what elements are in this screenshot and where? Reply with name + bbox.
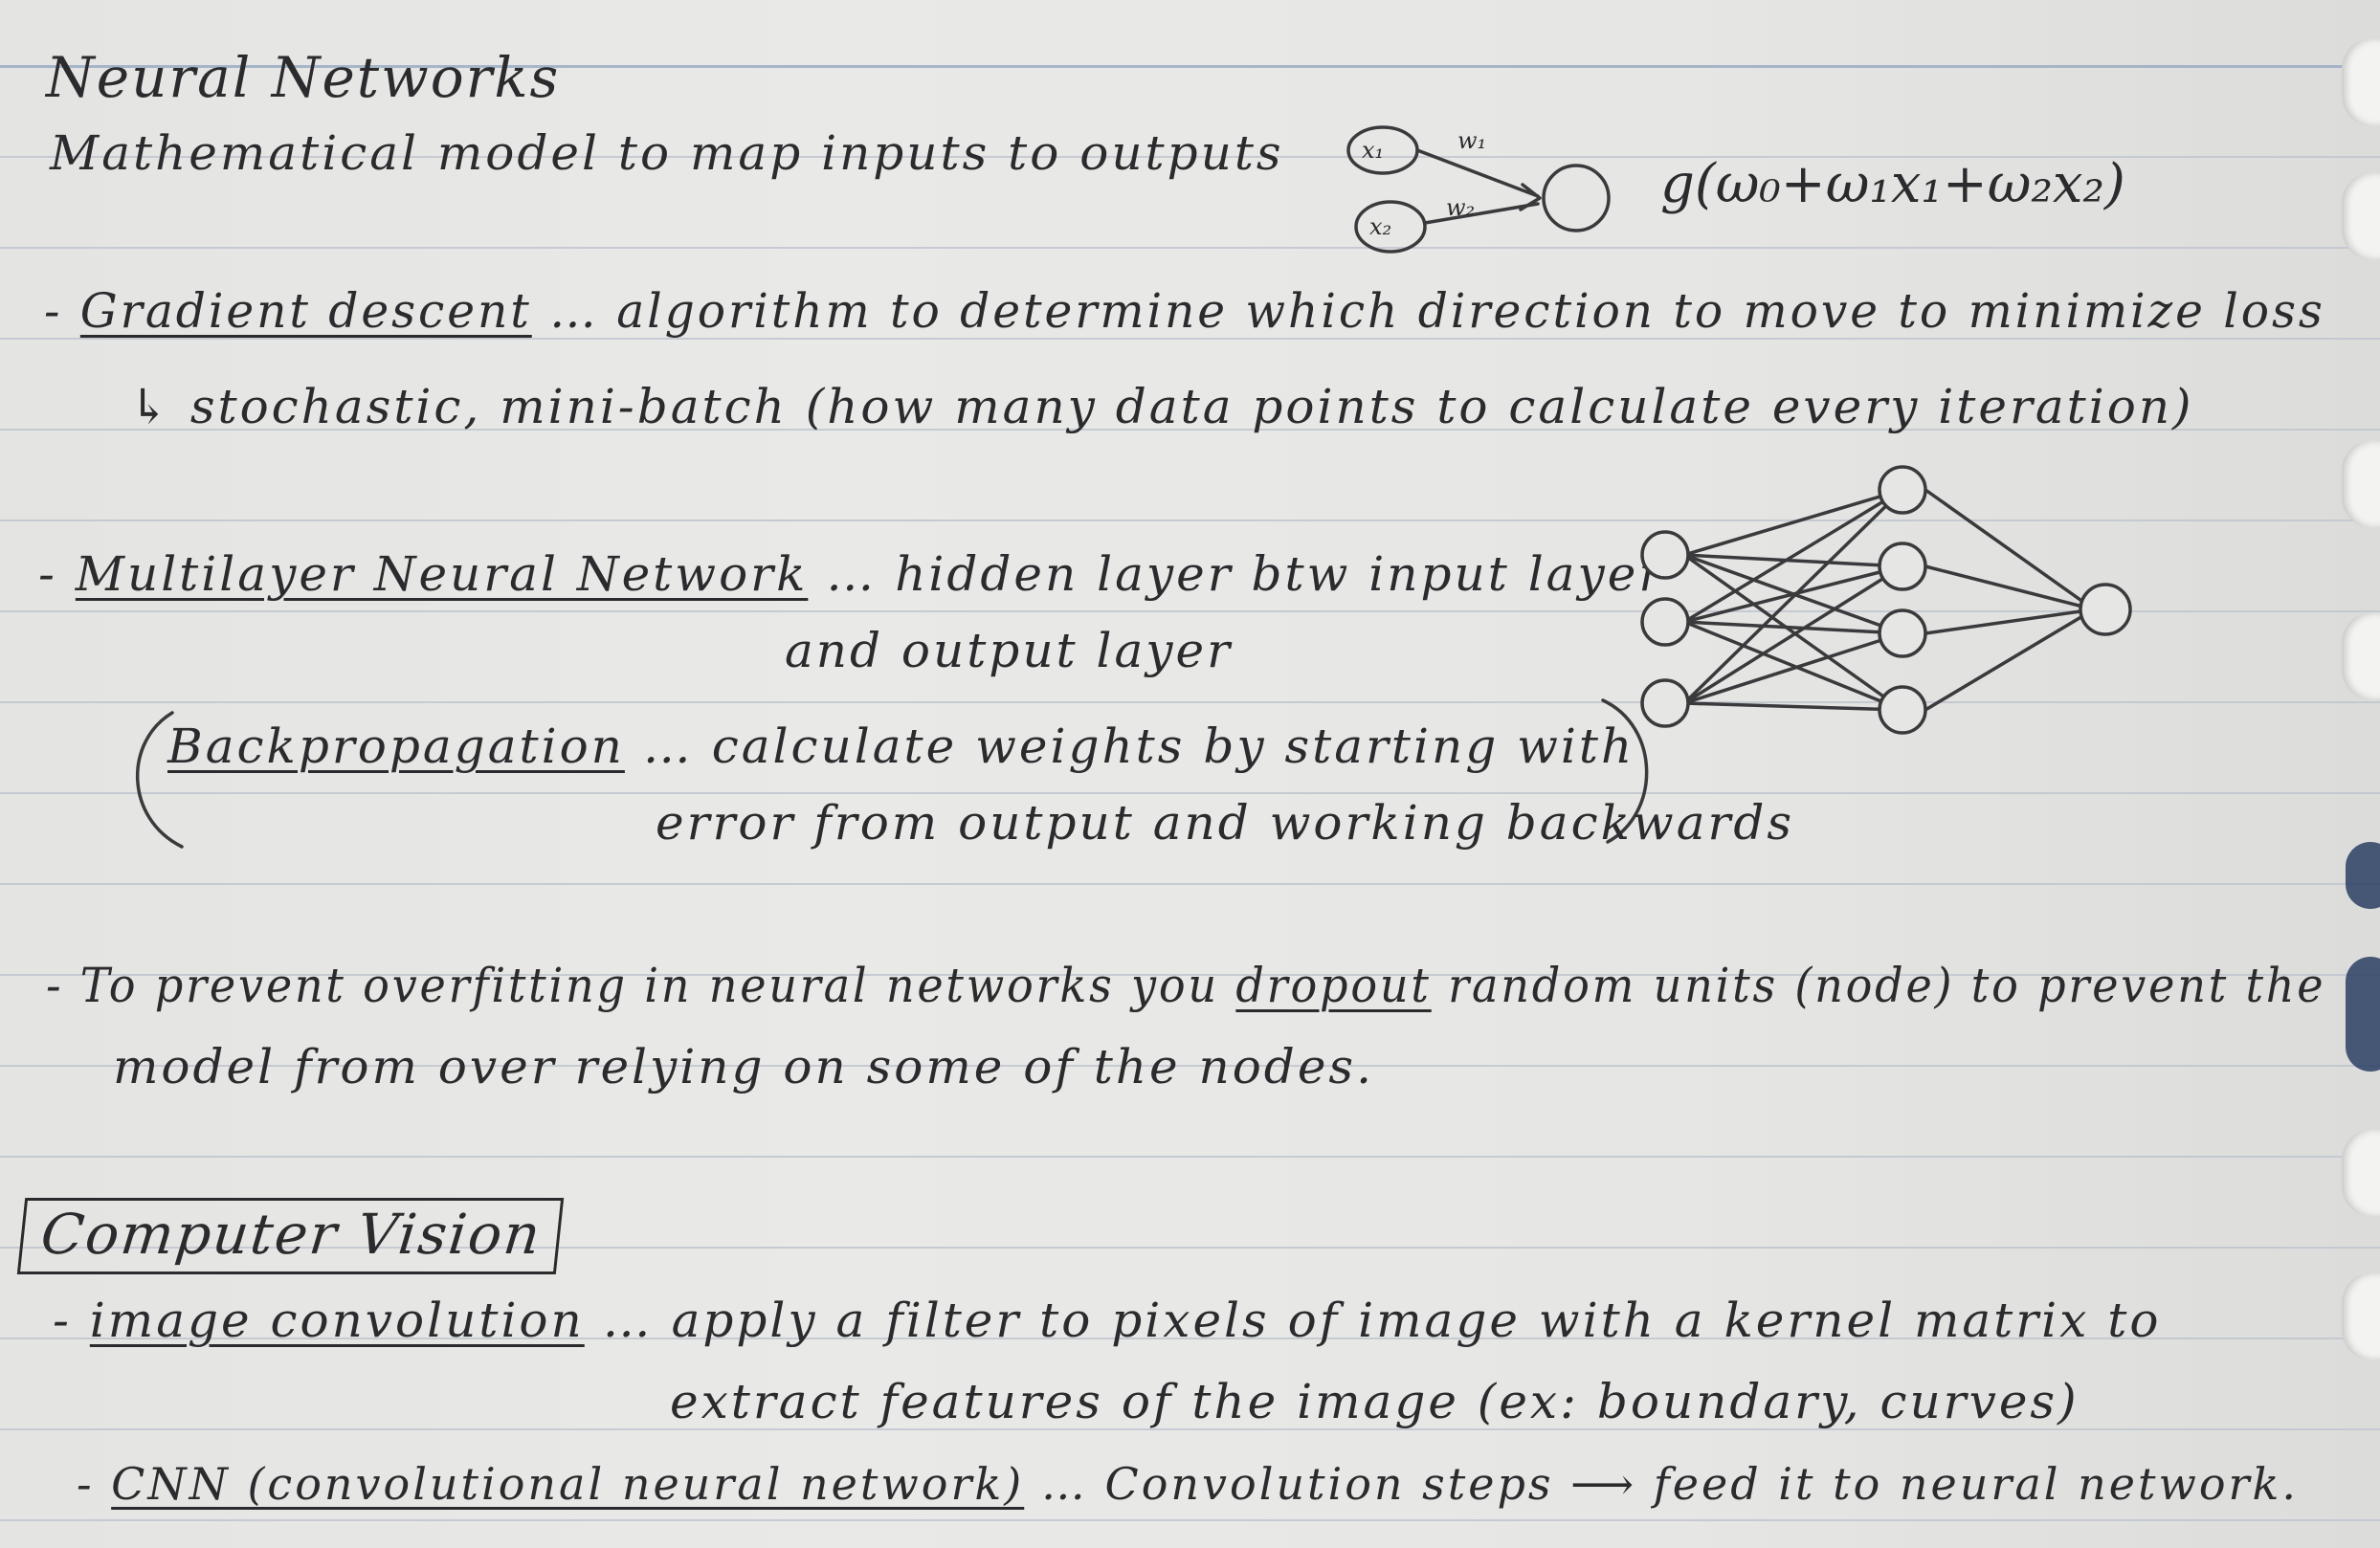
ruled-line — [0, 610, 2380, 612]
gradient-descent-term: Gradient descent — [79, 283, 532, 339]
dropout-term: dropout — [1235, 958, 1432, 1013]
network-edges-hidden-out — [1924, 488, 2096, 712]
ruled-line — [0, 65, 2380, 68]
gradient-descent-definition: algorithm to determine which direction t… — [616, 283, 2325, 339]
binding-hole — [2342, 1129, 2380, 1217]
ruled-line — [0, 974, 2380, 976]
multilayer-term: Multilayer Neural Network — [75, 546, 809, 602]
backprop-line: Backpropagation … calculate weights by s… — [167, 722, 1635, 770]
page-title: Neural Networks — [46, 45, 561, 110]
background-object — [2346, 842, 2380, 909]
weight-label-w1: w₁ — [1457, 127, 1486, 154]
separator-dots: … — [1040, 1458, 1088, 1510]
backprop-definition-1: calculate weights by starting with — [711, 719, 1635, 774]
ruled-line — [0, 1065, 2380, 1067]
dropout-line-2: model from over relying on some of the n… — [113, 1039, 1374, 1095]
convolution-line: - image convolution … apply a filter to … — [53, 1293, 2162, 1348]
right-parenthesis — [1601, 698, 1649, 844]
ruled-line — [0, 247, 2380, 249]
ruled-line — [0, 701, 2380, 703]
definition-text: Mathematical model to map inputs to outp… — [50, 125, 1284, 181]
separator-dots: … — [826, 546, 878, 602]
arrow-head — [1519, 183, 1542, 211]
separator-dots: … — [602, 1293, 654, 1348]
output-node — [2079, 583, 2132, 636]
separator-dots: … — [642, 719, 694, 774]
network-edges-in-hidden — [1682, 488, 1904, 712]
ruled-line — [0, 520, 2380, 521]
hidden-node — [1878, 685, 1927, 735]
binding-hole — [2342, 38, 2380, 126]
ruled-line — [0, 156, 2380, 158]
separator-dots: … — [549, 283, 599, 339]
dropout-prefix: To prevent overfitting in neural network… — [79, 958, 1219, 1013]
ruled-line — [0, 1247, 2380, 1249]
cnn-definition-2: feed it to neural network. — [1653, 1458, 2300, 1510]
ruled-line — [0, 1428, 2380, 1430]
background-object — [2346, 957, 2380, 1072]
input-label-x1: x₁ — [1362, 137, 1384, 164]
ruled-line — [0, 338, 2380, 340]
left-parenthesis — [135, 711, 184, 849]
ruled-line — [0, 1338, 2380, 1339]
ruled-line — [0, 429, 2380, 431]
multilayer-definition-1: hidden layer btw input layer — [895, 546, 1665, 602]
input-node — [1640, 597, 1690, 647]
ruled-line — [0, 792, 2380, 794]
dropout-line: - To prevent overfitting in neural netwo… — [46, 958, 2326, 1013]
section-heading-computer-vision: Computer Vision — [16, 1198, 564, 1274]
input-node — [1640, 530, 1690, 580]
ruled-line — [0, 1519, 2380, 1521]
perceptron-diagram: x₁ x₂ w₁ w₂ — [1346, 125, 1611, 254]
input-node — [1640, 678, 1690, 728]
hidden-node — [1878, 465, 1927, 515]
gradient-descent-variants-line: ↳ stochastic, mini-batch (how many data … — [129, 383, 2194, 431]
ruled-line — [0, 883, 2380, 885]
weight-edge-1 — [1415, 148, 1540, 198]
output-node — [1542, 164, 1611, 232]
gradient-descent-line: - Gradient descent … algorithm to determ… — [44, 283, 2325, 339]
right-arrow-icon: ⟶ — [1570, 1458, 1637, 1510]
network-diagram — [1640, 465, 2132, 735]
perceptron-formula: g(ω₀+ω₁x₁+ω₂x₂) — [1660, 153, 2125, 215]
convolution-term: image convolution — [89, 1293, 585, 1348]
dropout-suffix: random units (node) to prevent the — [1448, 958, 2326, 1013]
convolution-definition-1: apply a filter to pixels of image with a… — [671, 1293, 2162, 1348]
weight-label-w2: w₂ — [1446, 194, 1475, 221]
multilayer-definition-2: and output layer — [785, 623, 1234, 678]
backprop-definition-2: error from output and working backwards — [656, 795, 1795, 851]
binding-hole — [2342, 440, 2380, 528]
cnn-definition: Convolution steps — [1104, 1458, 1554, 1510]
hook-arrow-icon: ↳ — [129, 379, 172, 434]
binding-hole — [2342, 1272, 2380, 1360]
input-label-x2: x₂ — [1369, 213, 1391, 240]
input-node-x2 — [1354, 200, 1427, 254]
binding-hole — [2342, 172, 2380, 260]
cnn-term: CNN (convolutional neural network) — [111, 1458, 1025, 1510]
multilayer-line: - Multilayer Neural Network … hidden lay… — [38, 546, 1665, 602]
backprop-term: Backpropagation — [167, 719, 625, 774]
gradient-descent-variants: stochastic, mini-batch (how many data po… — [189, 379, 2194, 434]
hidden-node — [1878, 542, 1927, 591]
binding-hole — [2342, 612, 2380, 700]
weight-edge-2 — [1423, 202, 1540, 225]
ruled-line — [0, 1156, 2380, 1158]
convolution-definition-2: extract features of the image (ex: bound… — [670, 1374, 2080, 1429]
cnn-line: - CNN (convolutional neural network) … C… — [77, 1458, 2300, 1510]
hidden-node — [1878, 608, 1927, 658]
